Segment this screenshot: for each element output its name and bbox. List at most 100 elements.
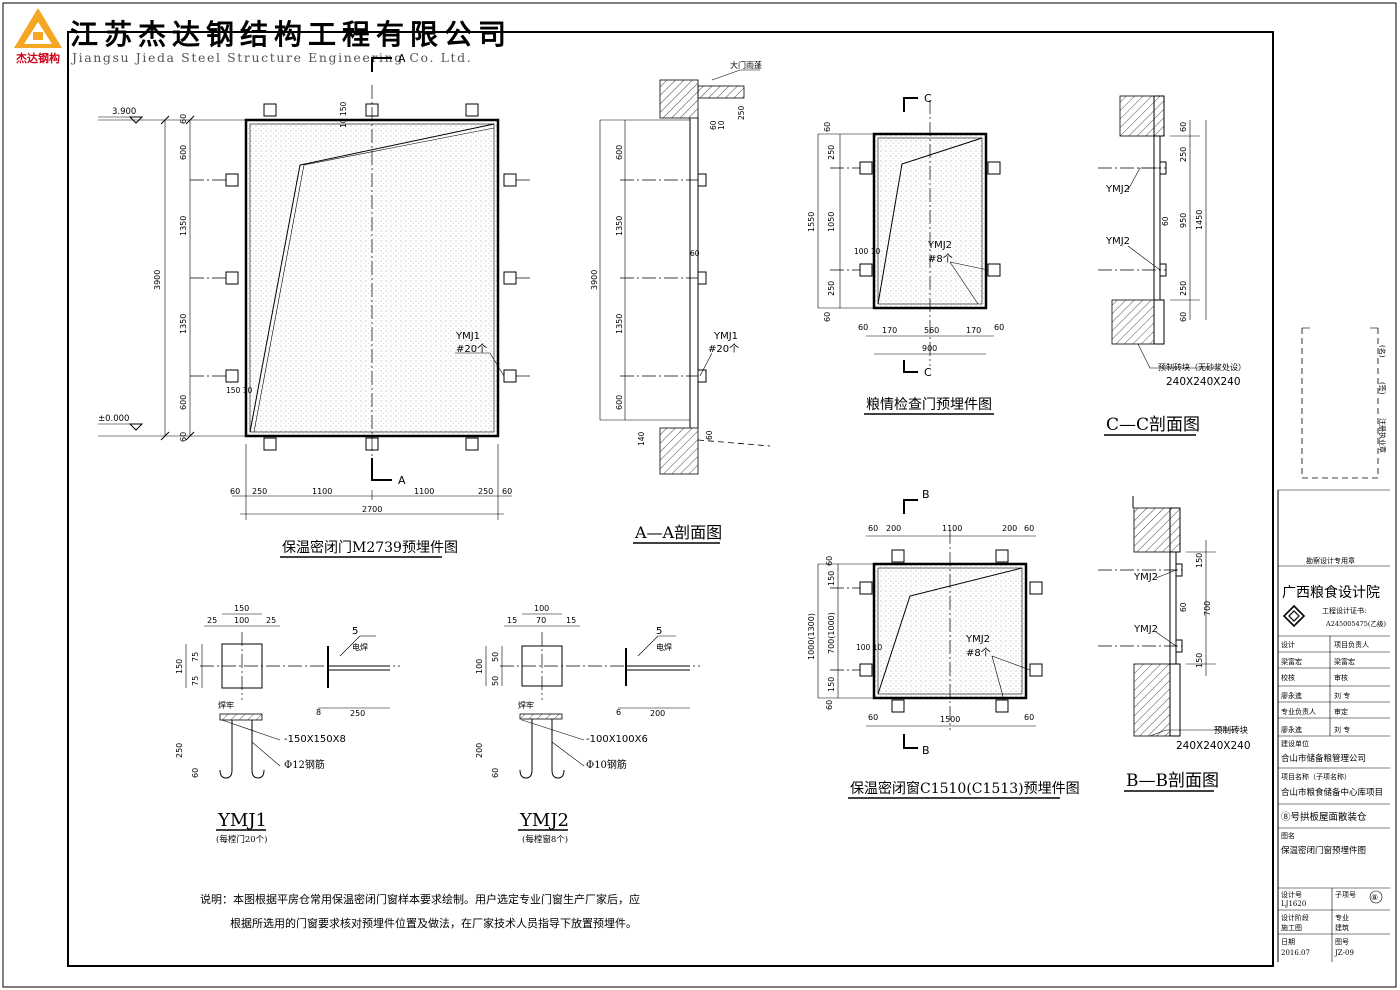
ymj1-dim-2: 250 (350, 709, 365, 718)
window-small: 100 10 (856, 643, 882, 652)
inspect-title: 粮情检查门预埋件图 (866, 397, 992, 413)
bb-dim-3: 150 (1195, 653, 1204, 668)
cert-no: A245005475(乙级) (1325, 619, 1386, 628)
inspect-dim-h-2: 170 (882, 326, 897, 335)
ymj2-dim-3: 200 (475, 743, 484, 758)
ymj1-weld: 电焊 (352, 642, 368, 652)
window-dim-h-3: 1100 (942, 524, 962, 533)
inspect-dim-v-4: 250 (827, 281, 836, 296)
notes-line-1: 说明：本图根据平房仓常用保温密闭门窗样本要求绘制。用户选定专业门窗生产厂家后，应 (200, 892, 640, 906)
aa-dim-4: 600 (615, 395, 624, 410)
door-title: 保温密闭门M2739预埋件图 (282, 539, 458, 556)
ymj2-dim-side-2: 50 (491, 652, 500, 662)
drawing-name: 保温密闭门窗预埋件图 (1281, 845, 1366, 856)
ymj1-dim-1: 8 (316, 708, 321, 717)
door-embed-label: YMJ1 (455, 331, 480, 342)
ymj1-dim-top-4: 25 (266, 616, 276, 625)
cc-dim-3: 950 (1179, 213, 1188, 228)
inspect-dim-v-1: 60 (823, 122, 832, 132)
door-dim-h-5: 250 (478, 487, 493, 496)
side-label-sign: (签) (1378, 382, 1387, 395)
ymj2-weld-num: 5 (656, 626, 662, 637)
window-dim-h-2: 200 (886, 524, 901, 533)
aa-small-3: 10 (717, 120, 726, 130)
ymj2-dim-4: 60 (491, 768, 500, 778)
ymj1-dim-top-1: 150 (234, 604, 249, 613)
aa-small-4: 60 (690, 249, 700, 258)
logo-text: 杰达钢构 (16, 51, 60, 65)
tb-row-5-a: 廖永進 (1281, 725, 1302, 734)
bb-title: B—B剖面图 (1126, 771, 1219, 791)
aa-small-6: 60 (705, 430, 714, 440)
stage: 施工图 (1281, 923, 1302, 932)
ymj2-dim-side-3: 50 (491, 676, 500, 686)
door-m2739-elevation (98, 57, 530, 520)
institute-name: 广西粮食设计院 (1282, 584, 1380, 601)
client-name: 合山市储备粮管理公司 (1281, 753, 1366, 764)
window-dim-h-1: 60 (868, 524, 878, 533)
window-dim-b-3: 60 (1024, 713, 1034, 722)
ymj2-dim-1: 6 (616, 708, 621, 717)
aa-title: A—A剖面图 (634, 523, 722, 542)
discipline: 建筑 (1335, 923, 1349, 932)
inspect-embed-count: #8个 (928, 253, 953, 265)
inspect-mark-bottom: C (924, 366, 932, 379)
side-label-stamp: 注册执业章 (1378, 418, 1387, 453)
ymj2-detail (485, 613, 700, 779)
subproject-name: ⑧号拱板屋面散装仓 (1281, 811, 1367, 823)
door-section-mark-top: A (398, 52, 406, 65)
institute-logo-icon (1282, 604, 1306, 628)
tb-row-1-a: 梁富宏 (1281, 657, 1302, 666)
bb-mid: 60 (1179, 602, 1188, 612)
inspection-door-elevation (817, 97, 1001, 373)
window-dim-h-5: 60 (1024, 524, 1034, 533)
cc-label-2: YMJ2 (1105, 236, 1130, 247)
stage-label: 设计阶段 (1281, 913, 1309, 922)
title-block (1277, 327, 1390, 962)
door-dim-total-v: 3900 (153, 270, 162, 290)
cc-dim-4: 250 (1179, 281, 1188, 296)
inner-border (67, 31, 1274, 967)
inspect-small: 100 10 (854, 247, 880, 256)
ymj2-dim-top-1: 100 (534, 604, 549, 613)
window-dim-b-1: 60 (868, 713, 878, 722)
window-dim-v-5: 60 (825, 700, 834, 710)
tb-row-3-b: 刘 专 (1334, 691, 1350, 700)
ymj2-title: YMJ2 (519, 810, 569, 831)
aa-canopy: 大门雨蓬 (730, 60, 762, 70)
tb-row-2-b: 审核 (1334, 673, 1348, 682)
ymj1-weld-num: 5 (352, 626, 358, 637)
ymj1-dim-side-1: 150 (175, 659, 184, 674)
design-no-label: 设计号 (1281, 890, 1302, 899)
door-dim-h-2: 250 (252, 487, 267, 496)
company-name-en: Jiangsu Jieda Steel Structure Engineerin… (70, 50, 472, 65)
ymj1-bar: Φ12钢筋 (284, 758, 325, 771)
cc-mid: 60 (1161, 216, 1170, 226)
date-label: 日期 (1281, 938, 1295, 946)
sub-no: ⑧ (1371, 893, 1378, 902)
tb-row-1-b: 梁富宏 (1334, 657, 1355, 666)
door-dim-v-5: 600 (179, 395, 188, 410)
door-dim-v-2: 600 (179, 145, 188, 160)
door-dim-v-6: 60 (179, 432, 188, 442)
window-dim-b-2: 1500 (940, 715, 960, 724)
section-cc (1098, 95, 1220, 369)
window-c1510-elevation (817, 499, 1043, 749)
ymj2-dim-top-2: 15 (507, 616, 517, 625)
ymj2-dim-side-1: 100 (475, 659, 484, 674)
aa-small-5: 140 (637, 431, 646, 446)
sub-no-label: 子项号 (1335, 891, 1356, 899)
tb-row-4-b: 审定 (1334, 707, 1348, 716)
notes-line-2: 根据所选用的门窗要求核对预埋件位置及做法，在厂家技术人员指导下放置预埋件。 (230, 916, 637, 930)
bb-label-1: YMJ2 (1133, 572, 1158, 583)
inspect-embed-label: YMJ2 (927, 240, 952, 251)
door-dim-h-1: 60 (230, 487, 240, 496)
ymj1-subtitle: (每樘门20个) (216, 834, 267, 845)
project-name: 合山市粮食储备中心库项目 (1281, 787, 1383, 798)
inspect-dim-total-h: 900 (922, 344, 937, 353)
ymj2-bar: Φ10钢筋 (586, 758, 627, 771)
bb-dim-2: 700 (1203, 601, 1212, 616)
tb-row-3-a: 廖永進 (1281, 691, 1302, 700)
door-dim-v-3: 1350 (179, 216, 188, 236)
